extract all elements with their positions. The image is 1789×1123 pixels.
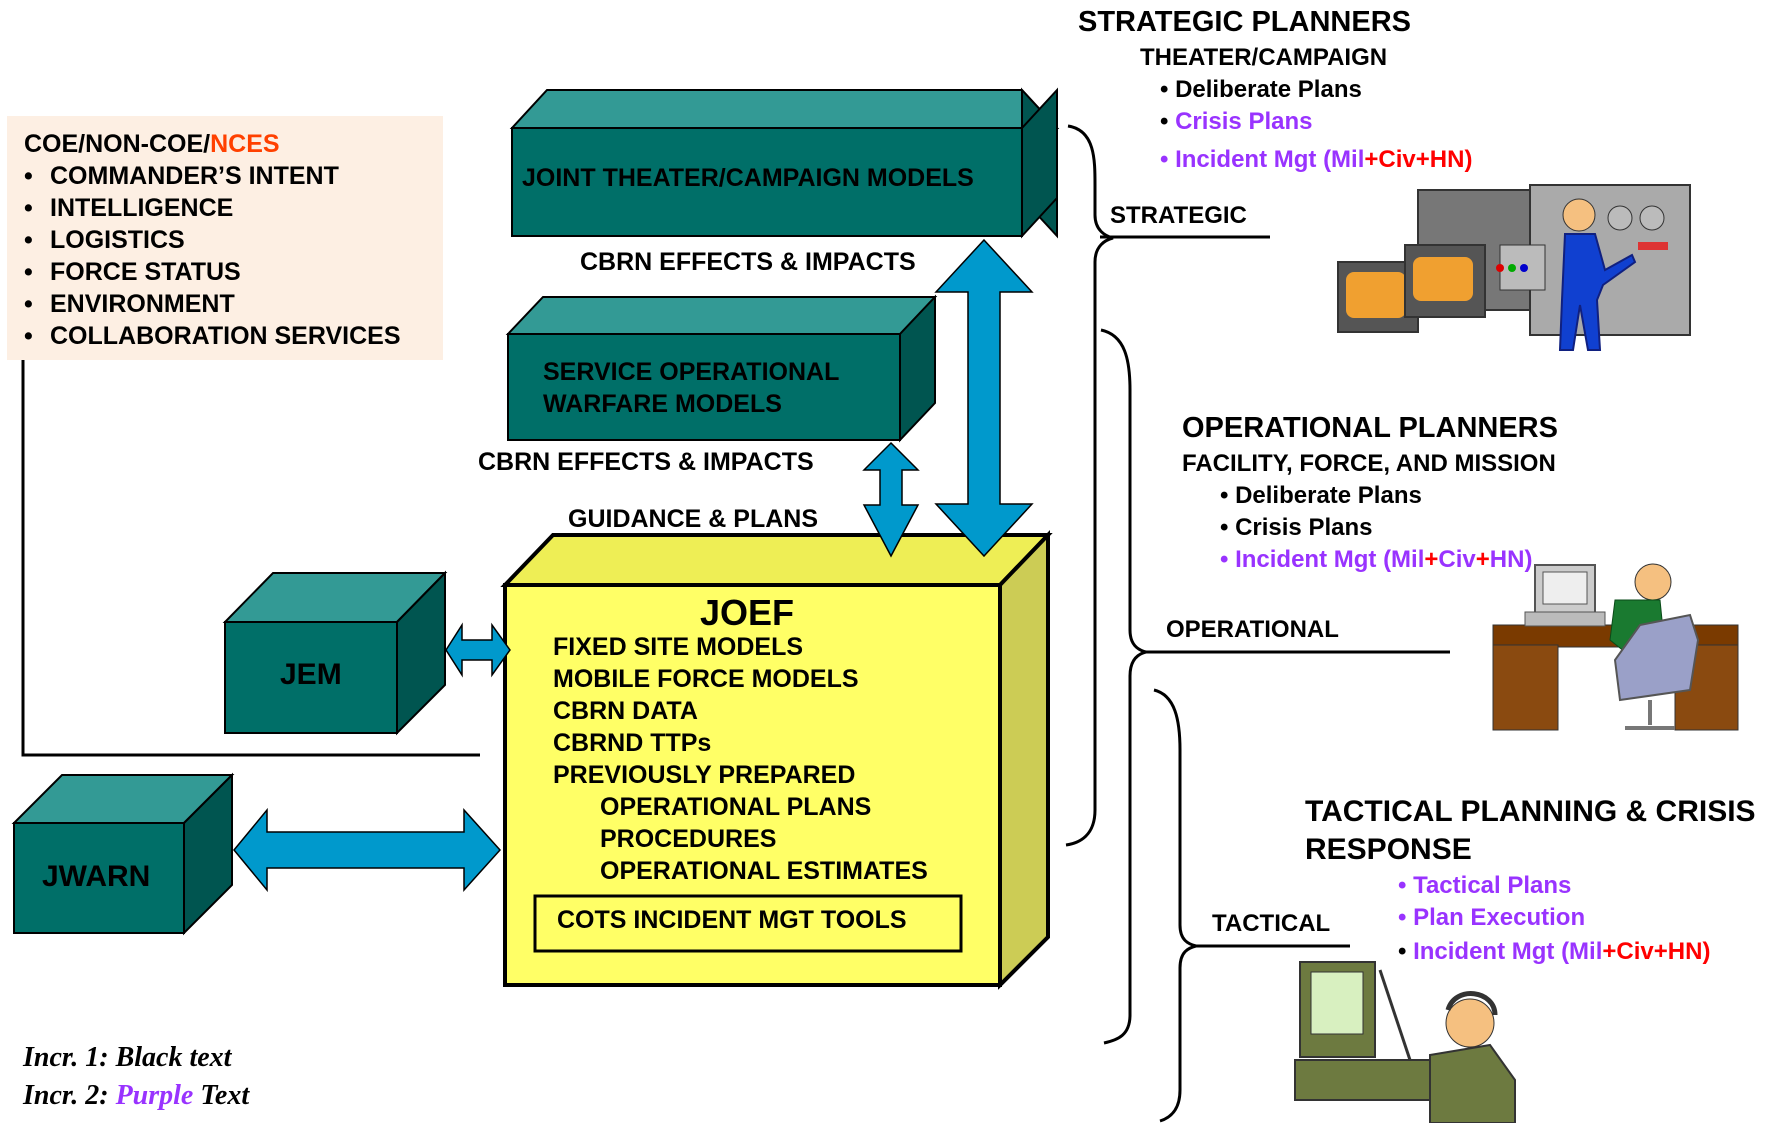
legend-suffix: Text [193,1080,250,1111]
guidance-plans-label: GUIDANCE & PLANS [568,505,819,533]
joef-sub-line: OPERATIONAL PLANS [600,793,872,821]
incident-plus: + [1424,546,1439,573]
service-label-line2: WARFARE MODELS [543,390,782,418]
coe-item-text: COMMANDER’S INTENT [50,162,339,190]
joint-theater-box [509,87,1060,239]
strategic-level-label: STRATEGIC [1110,202,1247,229]
incident-hn: HN) [1489,546,1533,573]
strategic-item-text: Crisis Plans [1175,108,1313,135]
coe-item-text: LOGISTICS [50,226,185,254]
legend-prefix: Incr. 2: [23,1080,116,1111]
operational-planner-illustration [1492,563,1739,731]
coe-item: •COLLABORATION SERVICES [24,322,401,350]
jwarn-label: JWARN [42,860,151,893]
cbrn-effects-label-top: CBRN EFFECTS & IMPACTS [580,248,916,276]
service-operational-box [505,294,938,443]
jem-label: JEM [280,658,342,691]
coe-info-panel: COE/NON-COE/NCES •COMMANDER’S INTENT •IN… [7,116,443,360]
operational-item-text: Crisis Plans [1235,514,1373,541]
joef-title: JOEF [700,592,795,633]
strategic-item: • Crisis Plans [1160,108,1313,135]
coe-item: •INTELLIGENCE [24,194,234,222]
operational-item: • Deliberate Plans [1220,482,1422,509]
tactical-title-line1: TACTICAL PLANNING & CRISIS [1305,795,1756,828]
coe-connector-line [21,360,480,757]
jem-joef-double-arrow [445,622,511,678]
strategic-item-text: Deliberate Plans [1175,76,1362,103]
joef-sub-line: OPERATIONAL ESTIMATES [600,857,928,885]
incident-civ: Civ [1438,546,1476,573]
incident-hn: HN) [1429,146,1473,173]
tactical-item-text: Plan Execution [1413,904,1586,931]
operational-brace [1100,328,1147,1045]
incident-plus: + [1602,938,1617,965]
coe-item: •COMMANDER’S INTENT [24,162,339,190]
strategic-subtitle: THEATER/CAMPAIGN [1140,44,1388,71]
coe-item: •LOGISTICS [24,226,185,254]
coe-item-text: INTELLIGENCE [50,194,234,222]
tactical-item: • Tactical Plans [1398,872,1572,899]
nces-label: NCES [210,130,280,158]
operational-title: OPERATIONAL PLANNERS [1182,412,1558,444]
joef-line: FIXED SITE MODELS [553,633,804,661]
joint-joef-double-arrow [934,238,1034,558]
joef-sub-line: PROCEDURES [600,825,777,853]
service-joef-double-arrow [862,441,920,558]
incident-plus: + [1364,146,1379,173]
incident-hn: HN) [1667,938,1711,965]
operational-item: • Crisis Plans [1220,514,1373,541]
joint-theater-label: JOINT THEATER/CAMPAIGN MODELS [522,164,974,192]
operational-level-label: OPERATIONAL [1166,616,1339,643]
joef-line: CBRND TTPs [553,729,712,757]
tactical-item: • Plan Execution [1398,904,1586,931]
jem-box [222,570,448,736]
incident-plus: + [1653,938,1668,965]
cbrn-effects-label-mid: CBRN EFFECTS & IMPACTS [478,448,814,476]
strategic-item: • Deliberate Plans [1160,76,1362,103]
tactical-operator-illustration [1294,961,1516,1123]
operational-incident-item: • Incident Mgt (Mil+Civ+HN) [1220,546,1533,573]
coe-title-text: COE/NON-COE/ [24,130,211,158]
jwarn-joef-double-arrow [233,807,502,893]
coe-item-text: ENVIRONMENT [50,290,235,318]
coe-item-text: COLLABORATION SERVICES [50,322,401,350]
joef-line: MOBILE FORCE MODELS [553,665,859,693]
legend-increment-2: Incr. 2: Purple Text [23,1080,249,1112]
joef-line: PREVIOUSLY PREPARED [553,761,856,789]
operational-subtitle: FACILITY, FORCE, AND MISSION [1182,450,1556,477]
strategic-incident-item: • Incident Mgt (Mil+Civ+HN) [1160,146,1473,173]
incident-civ: Civ [1616,938,1654,965]
strategic-planner-illustration [1337,184,1691,351]
incident-plus: + [1415,146,1430,173]
tactical-level-label: TACTICAL [1212,910,1331,937]
tactical-incident-item: • Incident Mgt (Mil+Civ+HN) [1398,938,1711,965]
incident-text: Incident Mgt (Mil [1235,546,1425,573]
tactical-item-text: Tactical Plans [1413,872,1572,899]
incident-plus: + [1475,546,1490,573]
tactical-brace [1153,688,1197,1123]
legend-purple-word: Purple [115,1080,194,1111]
joef-line: CBRN DATA [553,697,698,725]
operational-item-text: Deliberate Plans [1235,482,1422,509]
legend-increment-1: Incr. 1: Black text [23,1042,232,1073]
strategic-brace [1065,124,1114,847]
coe-item: •FORCE STATUS [24,258,241,286]
coe-item-text: FORCE STATUS [50,258,241,286]
coe-item: •ENVIRONMENT [24,290,235,318]
cots-label: COTS INCIDENT MGT TOOLS [557,906,907,934]
incident-text: Incident Mgt (Mil [1175,146,1365,173]
cots-frame [533,894,963,953]
coe-title: COE/NON-COE/NCES [7,128,443,160]
incident-text: Incident Mgt (Mil [1413,938,1603,965]
incident-civ: Civ [1378,146,1416,173]
strategic-title: STRATEGIC PLANNERS [1078,6,1411,38]
service-label-line1: SERVICE OPERATIONAL [543,358,840,386]
jwarn-box [11,772,235,936]
joef-box [500,530,1053,990]
tactical-title-line2: RESPONSE [1305,833,1472,866]
